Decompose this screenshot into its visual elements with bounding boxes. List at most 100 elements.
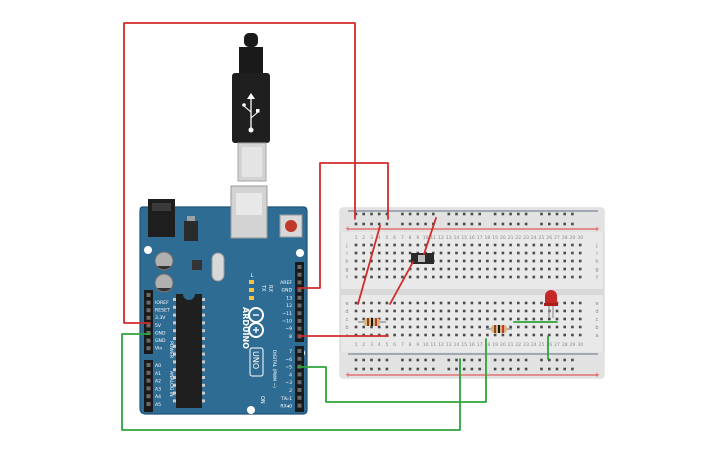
breadboard-hole[interactable] bbox=[555, 243, 559, 247]
breadboard-hole[interactable] bbox=[424, 243, 427, 247]
breadboard-hole[interactable] bbox=[548, 259, 551, 263]
breadboard-hole[interactable] bbox=[416, 275, 420, 279]
breadboard-hole[interactable] bbox=[462, 243, 466, 247]
breadboard-hole[interactable] bbox=[424, 275, 427, 279]
breadboard-hole[interactable] bbox=[432, 309, 435, 313]
breadboard-hole[interactable] bbox=[354, 212, 358, 216]
header-pin[interactable] bbox=[297, 388, 302, 392]
resistor-1[interactable] bbox=[358, 318, 386, 326]
breadboard-hole[interactable] bbox=[432, 358, 435, 362]
breadboard-hole[interactable] bbox=[509, 325, 512, 329]
breadboard-hole[interactable] bbox=[439, 267, 443, 271]
header-pin[interactable] bbox=[297, 372, 302, 377]
breadboard-hole[interactable] bbox=[408, 358, 412, 362]
breadboard-hole[interactable] bbox=[493, 333, 497, 337]
breadboard-hole[interactable] bbox=[447, 358, 451, 362]
breadboard-hole[interactable] bbox=[470, 222, 474, 226]
breadboard-hole[interactable] bbox=[424, 317, 427, 321]
breadboard-hole[interactable] bbox=[401, 309, 404, 313]
header-pin[interactable] bbox=[146, 331, 151, 335]
breadboard-hole[interactable] bbox=[509, 317, 512, 321]
breadboard-hole[interactable] bbox=[524, 267, 528, 271]
breadboard-hole[interactable] bbox=[555, 309, 559, 313]
breadboard-hole[interactable] bbox=[401, 317, 404, 321]
breadboard-hole[interactable] bbox=[408, 317, 412, 321]
breadboard-hole[interactable] bbox=[408, 212, 412, 216]
header-pin[interactable] bbox=[297, 295, 302, 300]
breadboard-hole[interactable] bbox=[493, 243, 497, 247]
breadboard-hole[interactable] bbox=[540, 259, 543, 263]
breadboard-hole[interactable] bbox=[493, 358, 497, 362]
breadboard-hole[interactable] bbox=[354, 301, 358, 305]
breadboard-hole[interactable] bbox=[470, 259, 474, 263]
breadboard-hole[interactable] bbox=[571, 325, 574, 329]
breadboard-hole[interactable] bbox=[571, 251, 574, 255]
breadboard-hole[interactable] bbox=[501, 309, 505, 313]
breadboard-hole[interactable] bbox=[470, 267, 474, 271]
breadboard-hole[interactable] bbox=[486, 309, 489, 313]
breadboard-hole[interactable] bbox=[571, 259, 574, 263]
header-pin[interactable] bbox=[146, 394, 151, 399]
breadboard-hole[interactable] bbox=[517, 275, 520, 279]
breadboard-hole[interactable] bbox=[377, 333, 381, 337]
breadboard-hole[interactable] bbox=[540, 333, 543, 337]
breadboard-hole[interactable] bbox=[486, 251, 489, 255]
breadboard-hole[interactable] bbox=[555, 212, 559, 216]
header-pin[interactable] bbox=[297, 349, 302, 353]
breadboard-hole[interactable] bbox=[385, 275, 389, 279]
breadboard-hole[interactable] bbox=[555, 259, 559, 263]
breadboard-hole[interactable] bbox=[571, 275, 574, 279]
breadboard-hole[interactable] bbox=[555, 367, 559, 371]
breadboard-hole[interactable] bbox=[524, 259, 528, 263]
breadboard-hole[interactable] bbox=[540, 325, 543, 329]
breadboard-hole[interactable] bbox=[571, 317, 574, 321]
breadboard-hole[interactable] bbox=[540, 309, 543, 313]
breadboard-hole[interactable] bbox=[401, 325, 404, 329]
breadboard-hole[interactable] bbox=[385, 212, 389, 216]
slide-switch-knob[interactable] bbox=[418, 255, 425, 262]
breadboard-hole[interactable] bbox=[447, 243, 451, 247]
breadboard-hole[interactable] bbox=[517, 309, 520, 313]
breadboard-hole[interactable] bbox=[540, 267, 543, 271]
led[interactable] bbox=[544, 290, 558, 318]
breadboard-hole[interactable] bbox=[563, 222, 566, 226]
breadboard-hole[interactable] bbox=[408, 275, 412, 279]
breadboard-hole[interactable] bbox=[548, 222, 551, 226]
breadboard-hole[interactable] bbox=[571, 333, 574, 337]
breadboard-hole[interactable] bbox=[532, 317, 536, 321]
breadboard-hole[interactable] bbox=[370, 267, 373, 271]
breadboard-hole[interactable] bbox=[447, 317, 451, 321]
breadboard-hole[interactable] bbox=[501, 267, 505, 271]
breadboard-hole[interactable] bbox=[455, 358, 458, 362]
breadboard-hole[interactable] bbox=[578, 325, 582, 329]
breadboard-hole[interactable] bbox=[571, 222, 574, 226]
breadboard-hole[interactable] bbox=[563, 251, 566, 255]
breadboard-hole[interactable] bbox=[455, 367, 458, 371]
breadboard-hole[interactable] bbox=[354, 367, 358, 371]
breadboard-hole[interactable] bbox=[362, 222, 365, 226]
breadboard-hole[interactable] bbox=[393, 333, 396, 337]
breadboard-hole[interactable] bbox=[563, 367, 566, 371]
header-pin[interactable] bbox=[146, 323, 151, 328]
breadboard-hole[interactable] bbox=[447, 222, 451, 226]
breadboard-hole[interactable] bbox=[377, 222, 381, 226]
breadboard-hole[interactable] bbox=[370, 212, 373, 216]
breadboard-hole[interactable] bbox=[416, 212, 420, 216]
breadboard-hole[interactable] bbox=[563, 317, 566, 321]
breadboard-hole[interactable] bbox=[432, 367, 435, 371]
breadboard-hole[interactable] bbox=[478, 275, 481, 279]
breadboard-hole[interactable] bbox=[393, 243, 396, 247]
breadboard-hole[interactable] bbox=[385, 267, 389, 271]
breadboard-hole[interactable] bbox=[424, 267, 427, 271]
breadboard-hole[interactable] bbox=[493, 367, 497, 371]
breadboard-hole[interactable] bbox=[555, 275, 559, 279]
breadboard-hole[interactable] bbox=[370, 358, 373, 362]
breadboard-hole[interactable] bbox=[524, 243, 528, 247]
breadboard-hole[interactable] bbox=[524, 251, 528, 255]
breadboard-hole[interactable] bbox=[432, 325, 435, 329]
breadboard-hole[interactable] bbox=[555, 358, 559, 362]
breadboard-hole[interactable] bbox=[354, 309, 358, 313]
breadboard-hole[interactable] bbox=[401, 251, 404, 255]
header-pin[interactable] bbox=[297, 356, 302, 361]
breadboard-hole[interactable] bbox=[455, 301, 458, 305]
